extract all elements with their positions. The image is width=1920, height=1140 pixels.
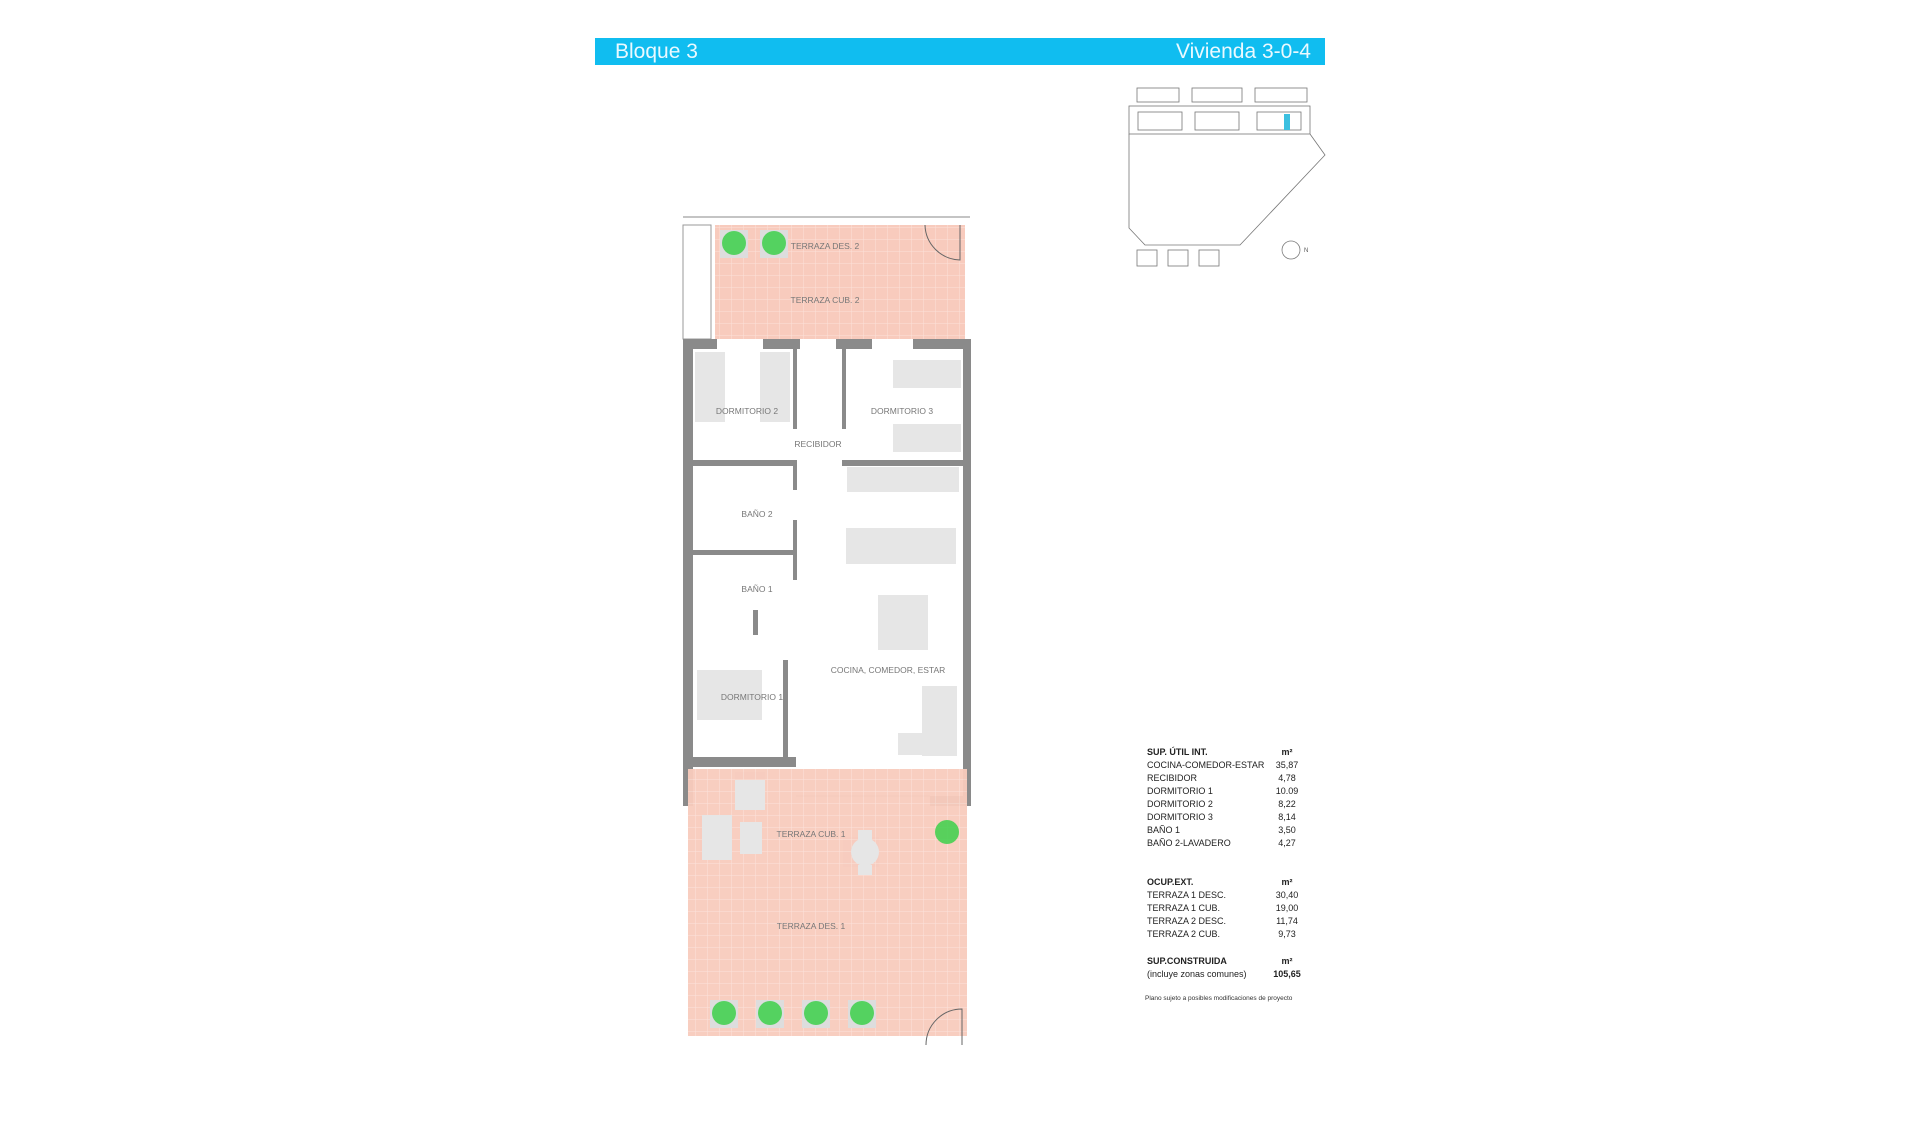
gate-door bbox=[925, 1008, 963, 1046]
area-row: TERRAZA 2 DESC.11,74 bbox=[1147, 916, 1298, 926]
room-label: TERRAZA CUB. 2 bbox=[791, 295, 860, 305]
area-row: TERRAZA 1 DESC.30,40 bbox=[1147, 890, 1299, 900]
room-label: DORMITORIO 3 bbox=[871, 406, 933, 416]
unit: m² bbox=[1281, 877, 1293, 887]
plant-icon bbox=[935, 820, 959, 844]
side-strip bbox=[682, 224, 712, 340]
terrace-1 bbox=[688, 769, 967, 1036]
room-label: BAÑO 2 bbox=[741, 509, 772, 519]
unit: m² bbox=[1281, 956, 1293, 966]
room-label: DORMITORIO 1 bbox=[721, 692, 783, 702]
unit-highlight bbox=[1284, 114, 1290, 130]
unit: m² bbox=[1281, 747, 1293, 757]
plant-row bbox=[710, 1000, 876, 1028]
room-label: TERRAZA DES. 1 bbox=[777, 921, 846, 931]
plant-icon bbox=[760, 230, 788, 258]
north-label: N bbox=[1304, 248, 1308, 254]
gate-door bbox=[924, 224, 961, 261]
room-label: DORMITORIO 2 bbox=[716, 406, 778, 416]
plant-icon bbox=[720, 230, 748, 258]
terrace-2 bbox=[715, 225, 965, 339]
area-row: TERRAZA 2 CUB.9,73 bbox=[1147, 929, 1296, 939]
area-row: TERRAZA 1 CUB.19,00 bbox=[1147, 903, 1299, 913]
room-label: TERRAZA CUB. 1 bbox=[777, 829, 846, 839]
room-label: RECIBIDOR bbox=[794, 439, 841, 449]
section-title: SUP.CONSTRUIDA bbox=[1147, 956, 1227, 966]
disclaimer: Plano sujeto a posibles modificaciones d… bbox=[1145, 995, 1293, 1002]
unit-title: Vivienda 3-0-4 bbox=[1175, 39, 1311, 63]
section-title: OCUP.EXT. bbox=[1147, 877, 1194, 887]
room-label: COCINA, COMEDOR, ESTAR bbox=[831, 665, 946, 675]
room-label: BAÑO 1 bbox=[741, 584, 772, 594]
section-title: SUP. ÚTIL INT. bbox=[1147, 747, 1208, 757]
terrace-furniture bbox=[702, 780, 879, 875]
room-label: TERRAZA DES. 2 bbox=[791, 241, 860, 251]
block-title: Bloque 3 bbox=[615, 39, 698, 63]
site-key-plan bbox=[1128, 87, 1326, 267]
area-row: (incluye zonas comunes)105,65 bbox=[1147, 969, 1301, 979]
title-bar: Bloque 3 Vivienda 3-0-4 bbox=[595, 38, 1325, 65]
